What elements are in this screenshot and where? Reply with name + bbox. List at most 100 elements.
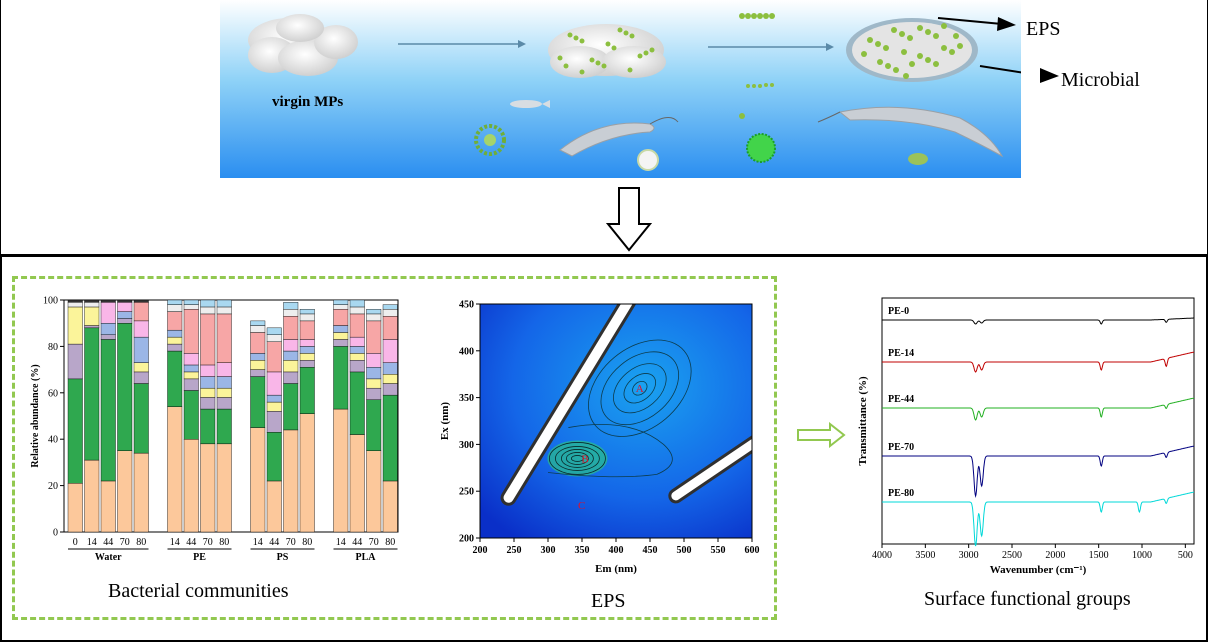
y-tick-label: 20 <box>48 481 58 492</box>
bar-segment <box>299 320 315 340</box>
bar-segment <box>216 313 232 363</box>
x-tick-label: 350 <box>575 545 590 556</box>
spectrum-line <box>882 491 1195 547</box>
bar-segment <box>100 323 116 336</box>
bar-segment <box>167 304 183 312</box>
bar-segment <box>183 390 199 440</box>
bar-segment <box>382 316 398 340</box>
scatter-band-first <box>503 304 633 503</box>
x-tick-label: 2500 <box>1002 550 1022 561</box>
bar-segment <box>283 371 299 384</box>
contour-a <box>613 363 667 414</box>
y-tick-label: 80 <box>48 342 58 353</box>
bar-segment <box>266 432 282 482</box>
diatom-bright <box>746 133 776 163</box>
x-tick-label: 44 <box>186 537 196 548</box>
bar-segment <box>266 401 282 412</box>
bar-segment <box>250 320 266 326</box>
bar-segment <box>167 311 183 331</box>
bar-segment <box>133 320 149 338</box>
bar-segment <box>183 371 199 380</box>
bar-segment <box>100 299 116 303</box>
bar-segment <box>349 313 365 338</box>
x-tick-label: 70 <box>120 537 130 548</box>
x-tick-label: 250 <box>507 545 522 556</box>
bar-segment <box>349 299 365 308</box>
bar-segment <box>299 360 315 368</box>
series-label: PE-44 <box>888 394 914 405</box>
series-label: PE-80 <box>888 488 914 499</box>
bar-segment <box>299 367 315 414</box>
x-tick-label: 70 <box>203 537 213 548</box>
bar-segment <box>117 450 133 533</box>
bar-segment <box>67 306 83 345</box>
x-tick-label: 1500 <box>1089 550 1109 561</box>
bar-segment <box>67 483 83 533</box>
contour-a <box>588 339 692 437</box>
bar-segment <box>133 371 149 384</box>
bar-segment <box>183 304 199 310</box>
x-tick-label: 1000 <box>1132 550 1152 561</box>
bar-segment <box>283 309 299 317</box>
bar-segment <box>283 316 299 340</box>
bar-segment <box>200 397 216 410</box>
bar-segment <box>382 309 398 317</box>
stage-arrow-1 <box>398 40 526 48</box>
algae-oval <box>908 153 928 165</box>
bar-segment <box>167 350 183 407</box>
bar-segment <box>366 353 382 368</box>
bar-segment <box>133 302 149 322</box>
bar-segment <box>216 306 232 315</box>
y-tick-label: 450 <box>459 300 474 311</box>
bar-segment <box>117 302 133 312</box>
virgin-mp-particle <box>248 14 358 76</box>
bar-segment <box>382 394 398 482</box>
stage-arrow-2 <box>708 43 834 51</box>
bar-segment <box>349 434 365 533</box>
x-tick-label: 14 <box>87 537 97 548</box>
bar-segment <box>200 408 216 445</box>
eps-label: EPS <box>1026 18 1061 40</box>
bar-segment <box>366 320 382 354</box>
bar-segment <box>200 299 216 308</box>
bar-segment <box>84 302 100 308</box>
bar-segment <box>366 313 382 322</box>
scatter-band-second <box>671 438 752 501</box>
bar-segment <box>333 325 349 333</box>
bacterial-caption: Bacterial communities <box>108 580 289 602</box>
y-tick-label: 200 <box>459 534 474 545</box>
bar-segment <box>200 313 216 366</box>
bar-segment <box>84 299 100 303</box>
bar-segment <box>200 364 216 377</box>
x-tick-label: 400 <box>609 545 624 556</box>
bar-segment <box>333 339 349 347</box>
peak-label: A <box>636 383 644 395</box>
bar-segment <box>200 376 216 389</box>
bar-segment <box>349 346 365 354</box>
bar-segment <box>167 299 183 305</box>
group-label: PLA <box>356 552 377 563</box>
spectrum-line <box>882 445 1195 498</box>
bacteria-chain <box>739 13 775 119</box>
eps-caption: EPS <box>591 590 626 612</box>
bar-segment <box>366 367 382 380</box>
contour-b <box>548 442 606 475</box>
bar-segment <box>117 318 133 324</box>
bar-segment <box>349 360 365 373</box>
x-tick-label: 70 <box>286 537 296 548</box>
bar-segment <box>84 306 100 326</box>
results-dashed-box <box>12 276 777 620</box>
bar-segment <box>84 327 100 461</box>
spectrum-line <box>882 397 1195 421</box>
bar-segment <box>133 383 149 454</box>
x-tick-label: 500 <box>677 545 692 556</box>
bar-segment <box>266 334 282 342</box>
shrimp-right <box>817 106 1004 158</box>
bar-segment <box>250 376 266 428</box>
bar-segment <box>266 327 282 336</box>
bar-segment <box>167 406 183 533</box>
x-tick-label: 4000 <box>872 550 892 561</box>
x-tick-label: 450 <box>643 545 658 556</box>
